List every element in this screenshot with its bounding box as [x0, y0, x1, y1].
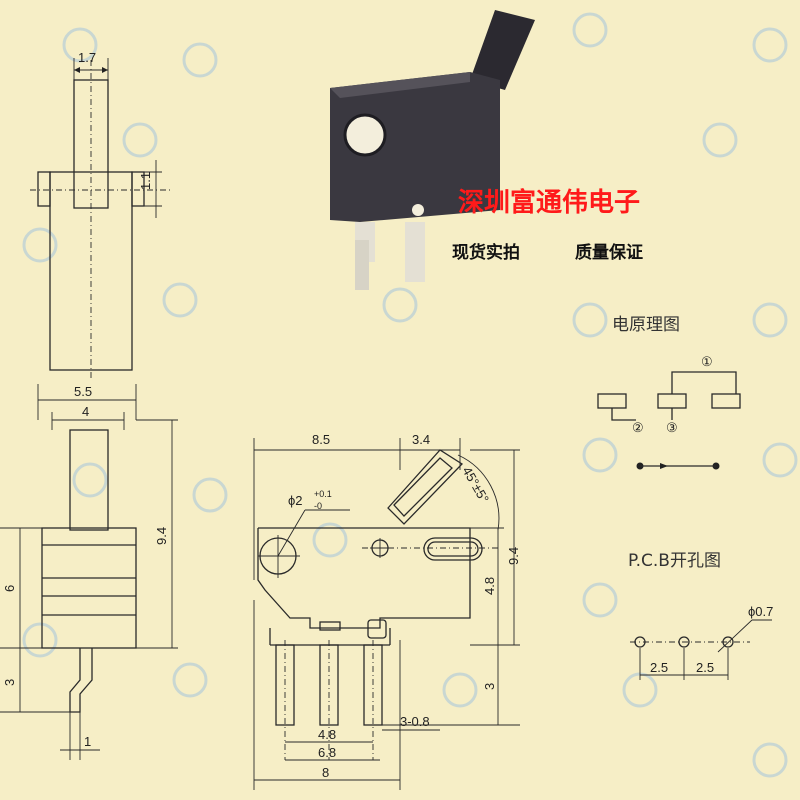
dim-side-pin-length: 3	[2, 679, 17, 686]
company-name: 深圳富通伟电子	[458, 187, 640, 218]
dim-side-pin-width: 1	[84, 734, 91, 749]
dim-side-height: 9.4	[154, 527, 169, 545]
dim-front-hole-dia: ϕ2	[288, 493, 303, 508]
side-view	[0, 384, 178, 760]
dim-side-body-width: 4	[82, 404, 89, 419]
dim-side-lower-height: 6	[2, 585, 17, 592]
dim-front-pin-length: 3	[482, 683, 497, 690]
schematic-title: 电原理图	[612, 315, 680, 335]
dim-front-pin-width: 3-0.8	[400, 714, 430, 729]
dim-front-overall-8: 8	[322, 765, 329, 780]
dim-front-hole-tol-minus: -0	[314, 501, 322, 511]
pcb-pitch-1: 2.5	[650, 660, 668, 675]
dim-front-lever-angle: 45°±5°	[459, 464, 492, 505]
dim-side-overall-width: 5.5	[74, 384, 92, 399]
dim-front-hole-tol-plus: +0.1	[314, 489, 332, 499]
slogan-quality: 质量保证	[575, 242, 643, 263]
pcb-hole-dia: ϕ0.7	[748, 604, 773, 619]
pcb-title: P.C.B开孔图	[628, 551, 721, 571]
dim-front-pitch-48: 4.8	[318, 727, 336, 742]
dim-top-thickness: 1.1	[138, 172, 153, 190]
pcb-pitch-2: 2.5	[696, 660, 714, 675]
product-photo	[330, 10, 535, 290]
dim-front-height: 9.4	[506, 547, 521, 565]
dim-front-body-length: 8.5	[312, 432, 330, 447]
slogan-in-stock: 现货实拍	[452, 242, 520, 263]
dim-top-width: 1.7	[78, 50, 96, 65]
dim-front-lever-offset: 3.4	[412, 432, 430, 447]
dim-front-mid-height: 4.8	[482, 577, 497, 595]
pcb-hole-diagram	[630, 619, 772, 680]
front-view	[253, 438, 520, 790]
schematic-pin-2: ②	[632, 420, 644, 435]
schematic-pin-3: ③	[666, 420, 678, 435]
top-view	[30, 58, 170, 380]
watermark-logos	[22, 12, 798, 778]
schematic-pin-1: ①	[701, 354, 713, 369]
dim-front-pitch-68: 6.8	[318, 745, 336, 760]
schematic-diagram	[597, 371, 741, 470]
